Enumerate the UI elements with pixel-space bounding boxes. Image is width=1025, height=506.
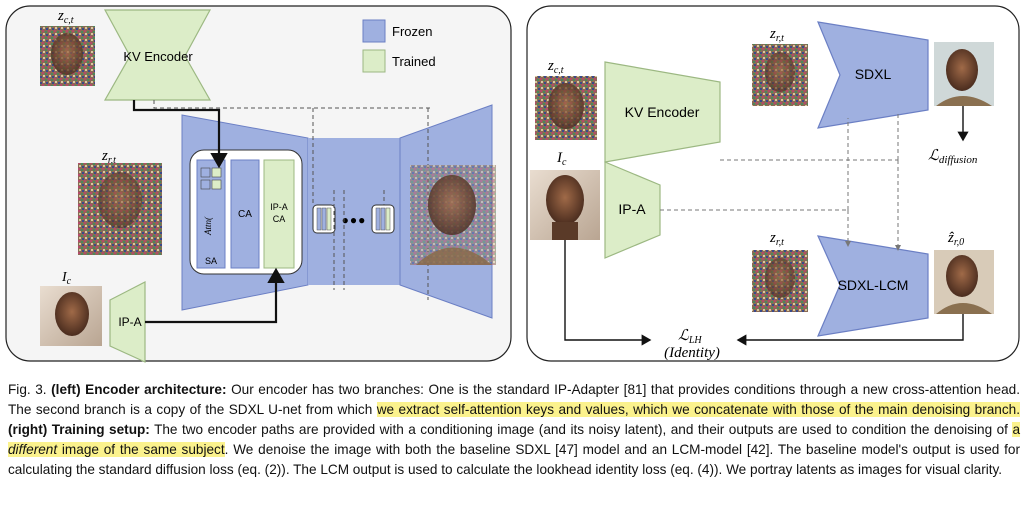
lcm-to-loss-arrow bbox=[736, 314, 964, 346]
caption-fig-number: Fig. 3. bbox=[8, 382, 47, 397]
right-zrt-bottom-image bbox=[752, 250, 808, 312]
sdxl-model bbox=[817, 21, 929, 129]
sa-label: SA bbox=[205, 256, 217, 266]
caption-s1: Our encoder has two branches: One is the… bbox=[8, 382, 1021, 417]
ca-label: CA bbox=[238, 209, 252, 220]
right-zct-label: zc,t bbox=[547, 58, 564, 76]
identity-label: (Identity) bbox=[664, 345, 720, 361]
caption-s4: . We denoise the image with both the bas… bbox=[8, 442, 1020, 477]
left-zct-image bbox=[40, 26, 95, 86]
zhat-label: ẑr,0 bbox=[947, 230, 964, 248]
left-output-image bbox=[410, 165, 496, 265]
caption-s3: The two encoder paths are provided with … bbox=[149, 422, 1013, 437]
figure-caption: Fig. 3. (left) Encoder architecture: Our… bbox=[8, 380, 1020, 480]
right-kv-encoder-label: KV Encoder bbox=[625, 104, 700, 120]
attn-label: Attn( bbox=[203, 216, 213, 236]
caption-right-title: (right) Training setup: bbox=[8, 422, 150, 437]
ca-box bbox=[230, 159, 260, 269]
left-kv-arrow bbox=[132, 100, 228, 169]
legend-frozen-label: Frozen bbox=[392, 24, 432, 39]
ipa-ca-box bbox=[263, 159, 295, 269]
legend-trained-swatch bbox=[362, 49, 386, 73]
sdxl-label: SDXL bbox=[855, 66, 892, 82]
right-zrt-top-label: zr,t bbox=[769, 26, 784, 44]
right-ic-image bbox=[530, 170, 600, 240]
left-kv-encoder-label: KV Encoder bbox=[123, 49, 193, 64]
right-kv-encoder bbox=[604, 61, 721, 163]
right-zrt-top-image bbox=[752, 44, 808, 106]
left-ic-label: Ic bbox=[61, 270, 72, 287]
caption-left-title: (left) Encoder architecture: bbox=[51, 382, 227, 397]
left-ipa-arrow bbox=[145, 267, 285, 324]
unet-dots: ●●● bbox=[342, 213, 367, 227]
caption-highlight-1: we extract self-attention keys and value… bbox=[376, 402, 1020, 417]
left-zrt-label: zr,t bbox=[101, 148, 116, 166]
legend-trained-label: Trained bbox=[392, 54, 436, 69]
l-lh-label: ℒLH bbox=[678, 328, 702, 346]
right-zct-image bbox=[535, 76, 597, 140]
l-diffusion-label: ℒdiffusion bbox=[928, 148, 978, 166]
legend-frozen-swatch bbox=[362, 19, 386, 43]
lcm-output-image bbox=[934, 250, 994, 314]
legend: Frozen Trained bbox=[362, 19, 436, 73]
left-ipa-encoder bbox=[109, 281, 146, 363]
unet-mid bbox=[308, 138, 400, 285]
left-kv-encoder bbox=[103, 9, 212, 101]
left-zct-label: zc,t bbox=[57, 8, 74, 26]
left-ic-image bbox=[40, 286, 102, 346]
right-ic-label: Ic bbox=[556, 150, 567, 168]
ipa-ca-label-1: IP-A bbox=[270, 202, 288, 212]
left-ipa-label: IP-A bbox=[118, 315, 141, 329]
figure-diagram: Frozen Trained zc,t KV Encoder zr,t Ic I… bbox=[5, 5, 1020, 363]
left-zrt-image bbox=[78, 163, 162, 255]
sdxl-output-image bbox=[934, 42, 994, 106]
right-ipa-encoder bbox=[604, 161, 661, 259]
right-ipa-label: IP-A bbox=[618, 201, 646, 217]
right-zrt-bottom-label: zr,t bbox=[769, 230, 784, 248]
sa-box bbox=[196, 159, 226, 269]
ic-to-loss-arrow bbox=[564, 240, 652, 346]
ipa-ca-label-2: CA bbox=[273, 214, 286, 224]
unet-small-blocks bbox=[312, 204, 395, 234]
sdxl-lcm-label: SDXL-LCM bbox=[838, 277, 909, 293]
sdxl-lcm-model bbox=[816, 235, 929, 337]
